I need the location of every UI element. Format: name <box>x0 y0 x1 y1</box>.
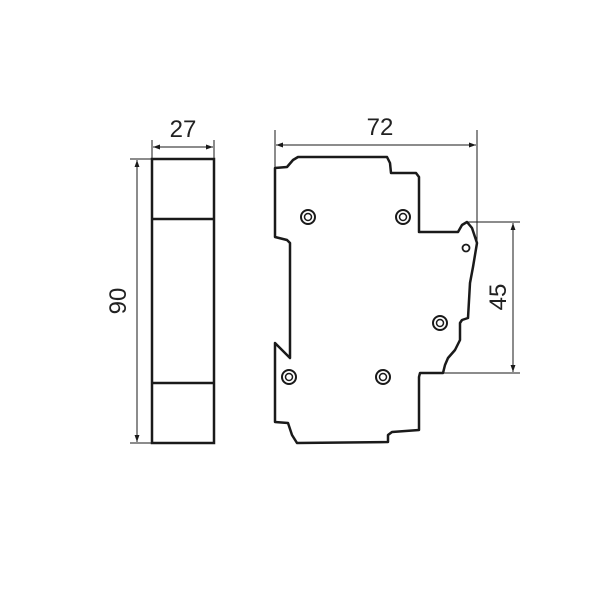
side-view <box>130 140 216 445</box>
dim-27-label: 27 <box>170 116 197 143</box>
screw-terminal <box>300 209 316 225</box>
dim-45-label: 45 <box>485 284 512 311</box>
dim-90-label: 90 <box>105 288 132 315</box>
screw-terminal <box>375 369 391 385</box>
screw-terminal <box>395 209 411 225</box>
front-view <box>273 130 520 445</box>
breaker-outline <box>273 155 479 445</box>
screw-terminal <box>432 315 448 331</box>
dim-72-label: 72 <box>367 114 394 141</box>
indicator-dot <box>461 243 471 253</box>
screw-terminal <box>281 369 297 385</box>
side-view-body <box>150 157 216 445</box>
